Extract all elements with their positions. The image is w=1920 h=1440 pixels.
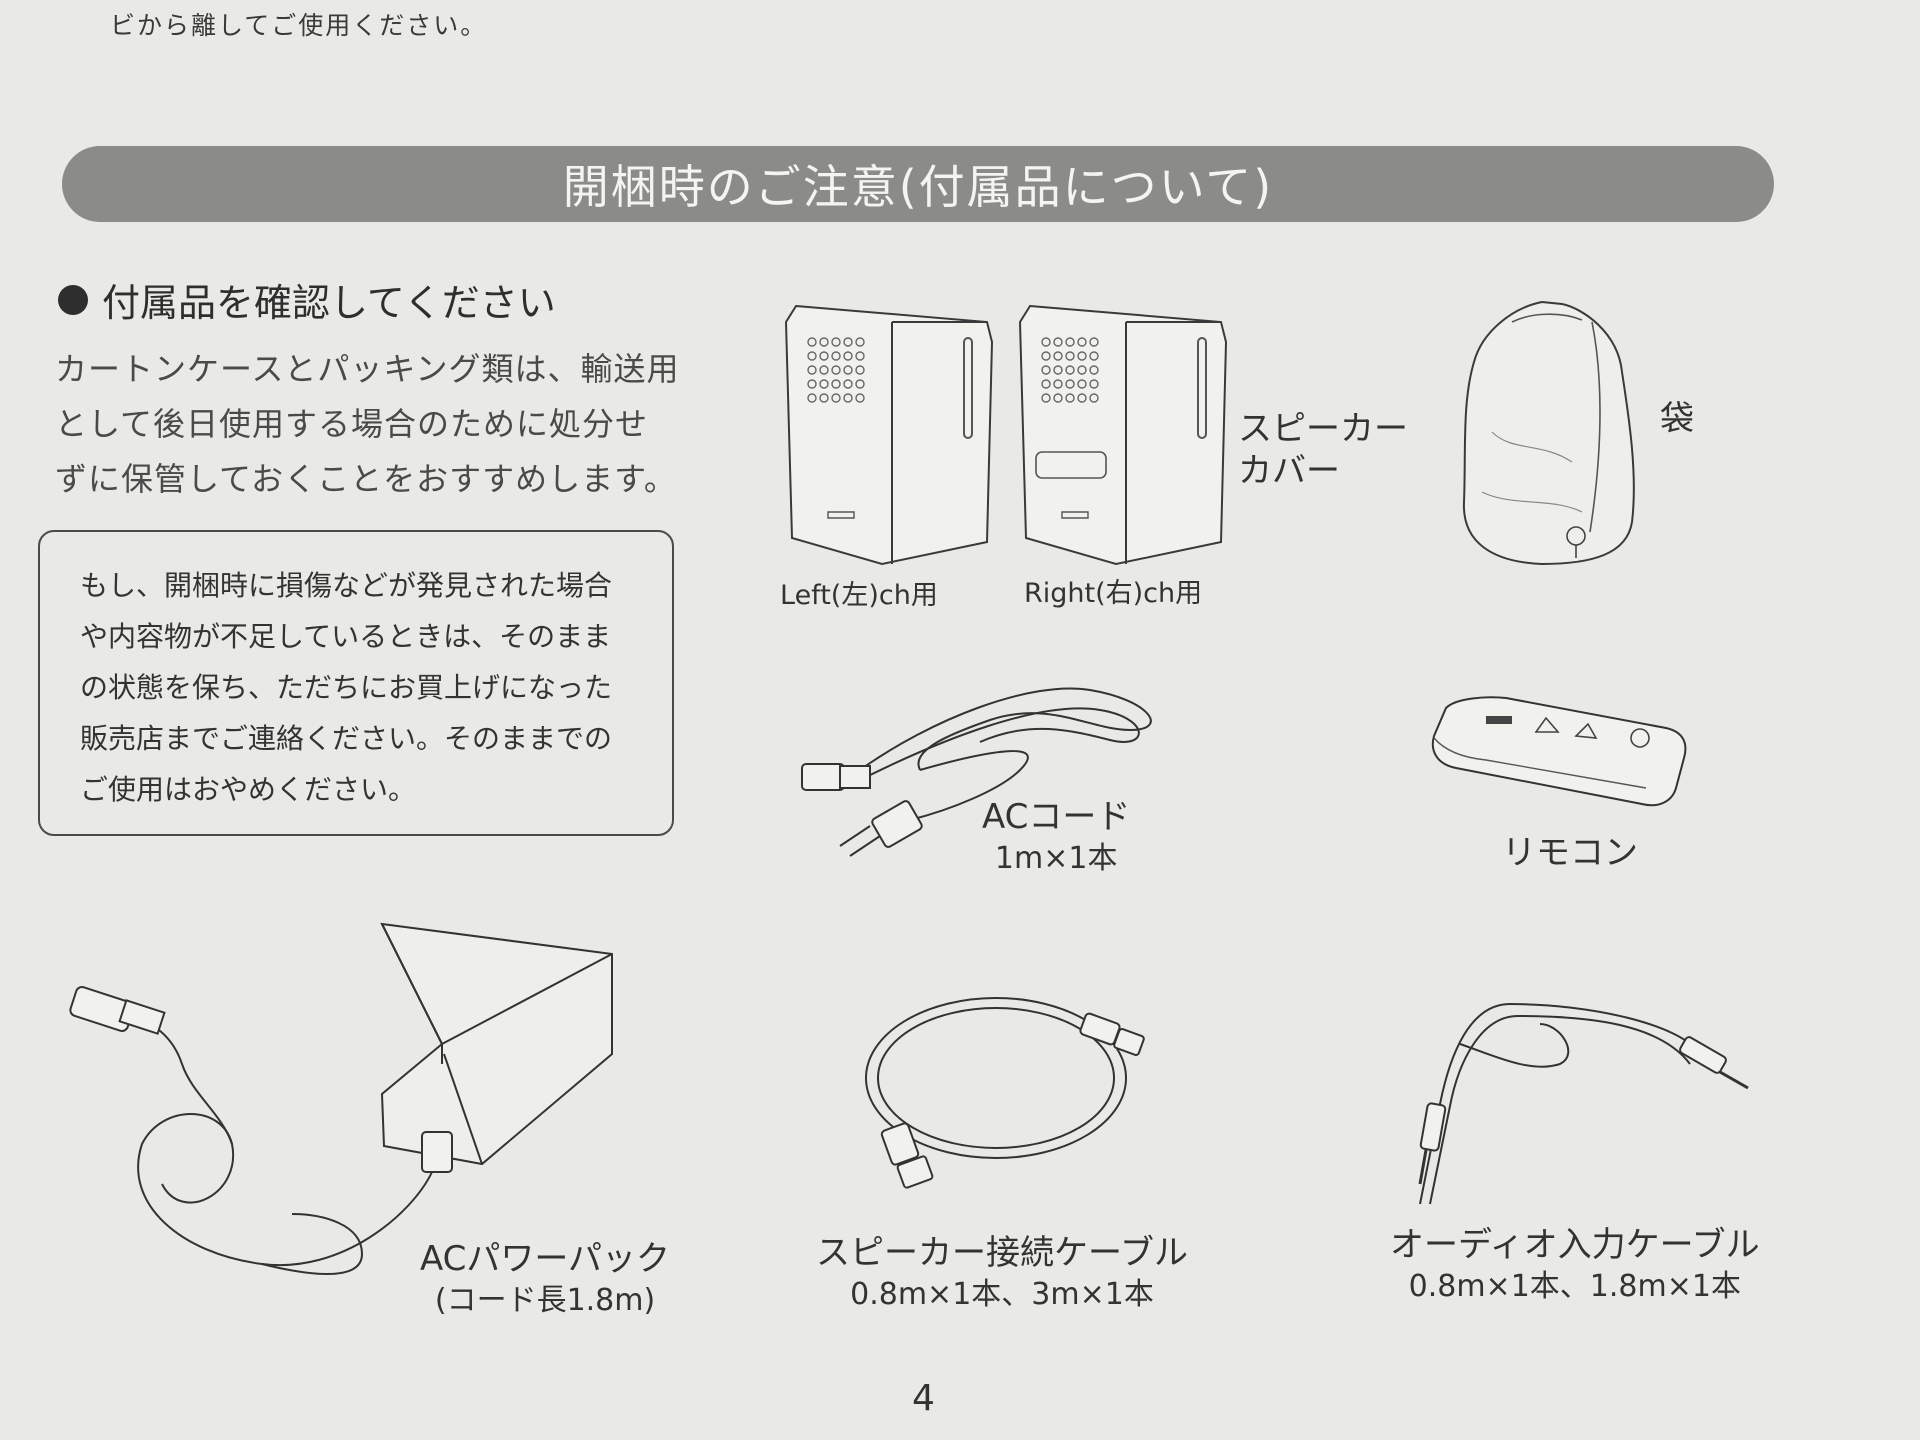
notice-line: ご使用はおやめください。 (80, 773, 417, 806)
banner-title: 開梱時のご注意(付属品について) (562, 160, 1274, 214)
audio-cable-icon (1390, 984, 1760, 1214)
ac-power-pack-label: ACパワーパック (コード長1.8m) (420, 1239, 671, 1318)
notice-box: もし、開梱時に損傷などが発見された場合 や内容物が不足しているときは、そのまま … (38, 530, 674, 836)
notice-line: 販売店までご連絡ください。そのままでの (80, 722, 613, 755)
section-heading-text: 付属品を確認してください (102, 281, 556, 325)
left-speaker-cover-icon (782, 302, 1002, 570)
ac-cord-icon (790, 660, 1190, 890)
left-ch-label: Left(左)ch用 (780, 580, 938, 611)
intro-line: ずに保管しておくことをおすすめします。 (55, 460, 677, 498)
bag-label: 袋 (1660, 399, 1694, 439)
intro-line: として後日使用する場合のために処分せ (55, 405, 649, 443)
remote-icon (1426, 688, 1692, 818)
top-continuation-text: ビから離してご使用ください。 (110, 11, 488, 40)
speaker-cable-icon (846, 978, 1176, 1208)
audio-cable-label: オーディオ入力ケーブル 0.8m×1本、1.8m×1本 (1390, 1225, 1760, 1304)
ac-power-pack-icon (62, 914, 622, 1324)
section-banner: 開梱時のご注意(付属品について) (62, 146, 1774, 222)
notice-line: もし、開梱時に損傷などが発見された場合 (80, 569, 613, 602)
intro-paragraph: カートンケースとパッキング類は、輸送用 として後日使用する場合のために処分せ ず… (55, 342, 685, 507)
bullet-icon (58, 284, 88, 315)
intro-line: カートンケースとパッキング類は、輸送用 (55, 350, 680, 388)
right-speaker-cover-icon (1016, 302, 1236, 570)
notice-line: の状態を保ち、ただちにお買上げになった (80, 671, 613, 704)
section-heading: 付属品を確認してください (58, 272, 556, 327)
ac-cord-label: ACコード 1m×1本 (982, 797, 1131, 876)
speaker-cable-label: スピーカー接続ケーブル 0.8m×1本、3m×1本 (816, 1233, 1188, 1312)
page-number: 4 (912, 1378, 935, 1419)
speaker-cover-label: スピーカー カバー (1238, 409, 1408, 491)
notice-line: や内容物が不足しているときは、そのまま (80, 620, 612, 653)
bag-icon (1452, 292, 1652, 582)
right-ch-label: Right(右)ch用 (1024, 578, 1203, 609)
remote-label: リモコン (1502, 833, 1638, 873)
